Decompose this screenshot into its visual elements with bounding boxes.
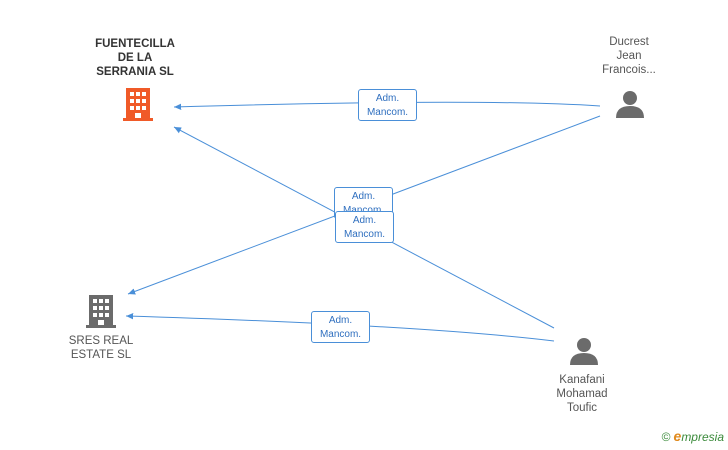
edge-ducrest-fuentecilla bbox=[173, 101, 601, 110]
company-label-fuentecilla[interactable]: FUENTECILLA DE LA SERRANIA SL bbox=[95, 38, 175, 78]
edge-label-kanafani-fuentecilla: Adm. Mancom. bbox=[335, 211, 394, 243]
edge-role-line2: Mancom. bbox=[335, 204, 392, 218]
edge-role-line2: Mancom. bbox=[366, 107, 409, 118]
edge-role-line2: Mancom. bbox=[343, 229, 386, 240]
copyright-symbol: © bbox=[661, 430, 671, 444]
edge-role-line2: Mancom. bbox=[319, 329, 362, 340]
building-icon bbox=[86, 295, 116, 328]
edge-role-line1: Adm. bbox=[375, 93, 400, 104]
brand-name: mpresia bbox=[681, 430, 724, 444]
edge-label-ducrest-fuentecilla: Adm. Mancom. bbox=[358, 89, 417, 121]
edge-role-line1: Adm. bbox=[328, 315, 353, 326]
brand-logo[interactable]: ©empresia bbox=[662, 428, 724, 444]
brand-initial: e bbox=[673, 428, 682, 444]
edge-role-line1: Adm. bbox=[352, 215, 377, 226]
building-icon bbox=[123, 88, 153, 121]
edge-role-line1: Adm. bbox=[351, 191, 376, 202]
edge-label-kanafani-sres: Adm. Mancom. bbox=[311, 311, 370, 343]
person-label-ducrest[interactable]: Ducrest Jean Francois... bbox=[602, 36, 656, 76]
person-icon bbox=[570, 338, 598, 365]
edge-kanafani-sres bbox=[125, 313, 555, 342]
person-label-kanafani[interactable]: Kanafani Mohamad Toufic bbox=[556, 374, 608, 414]
person-icon bbox=[616, 91, 644, 118]
company-label-sres[interactable]: SRES REAL ESTATE SL bbox=[68, 335, 134, 361]
